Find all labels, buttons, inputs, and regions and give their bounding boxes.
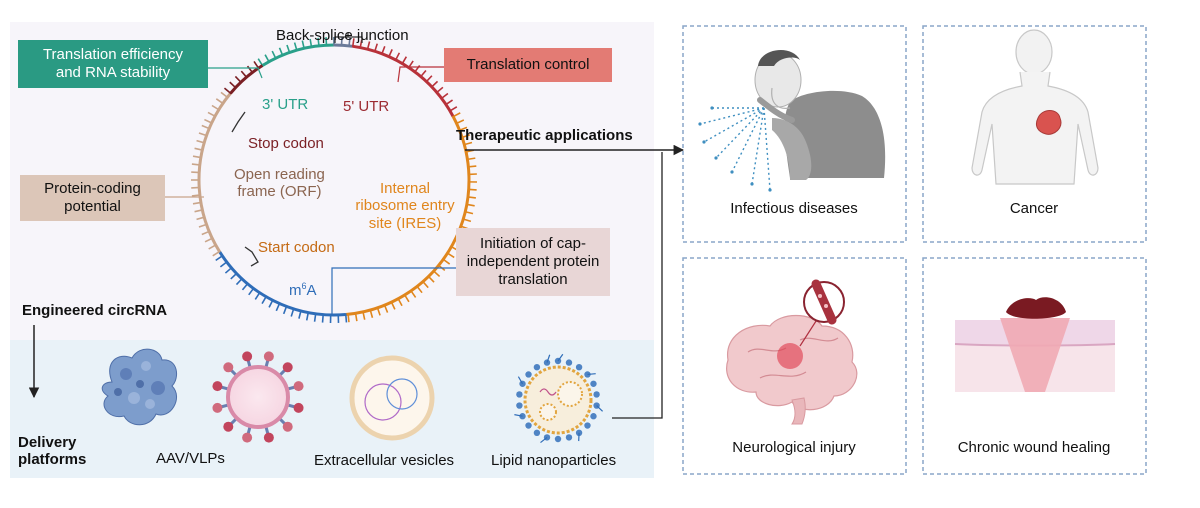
m6a-base: m <box>289 282 302 299</box>
panel-neurological-injury <box>682 257 907 475</box>
aav-vlps-label: AAV/VLPs <box>156 450 225 467</box>
control-connector <box>397 66 444 83</box>
engineered-circrna-label: Engineered circRNA <box>22 302 168 319</box>
extracellular-vesicles-label: Extracellular vesicles <box>314 452 455 469</box>
orf-line-1: Open reading <box>234 166 325 183</box>
panel-infectious-diseases <box>682 25 907 243</box>
aav-icon <box>101 348 178 426</box>
vlp-icon <box>212 351 304 443</box>
initiation-connector <box>331 267 456 315</box>
m6a-label: m6A <box>289 281 317 299</box>
ires-line-2: ribosome entry <box>355 197 455 215</box>
efficiency-connector <box>208 67 263 79</box>
lnp-connector <box>612 152 663 419</box>
stop-codon-bracket <box>231 111 246 133</box>
ires-label: Internal ribosome entry site (IRES) <box>350 180 460 232</box>
torso-tumor-illustration <box>971 29 1099 185</box>
cancer-label: Cancer <box>1009 200 1059 217</box>
initiation-box: Initiation of cap- independent protein t… <box>456 228 610 296</box>
m6a-tail: A <box>306 282 317 299</box>
chronic-wound-healing-label: Chronic wound healing <box>957 439 1111 456</box>
panel-chronic-wound <box>922 257 1147 475</box>
utr3-label: 3' UTR <box>262 96 309 113</box>
start-codon-label: Start codon <box>258 239 335 256</box>
protein-coding-box: Protein-coding potential <box>20 175 165 221</box>
initiation-line-1: Initiation of cap- <box>480 235 586 252</box>
ires-line-3: site (IRES) <box>368 214 442 232</box>
delivery-platforms-line-1: Delivery <box>18 434 77 451</box>
initiation-line-3: translation <box>498 271 568 288</box>
infectious-diseases-label: Infectious diseases <box>730 200 858 217</box>
therapeutic-applications-label: Therapeutic applications <box>456 127 633 144</box>
initiation-line-2: independent protein <box>466 253 600 270</box>
orf-label: Open reading frame (ORF) <box>234 166 325 201</box>
extracellular-vesicle-icon <box>349 355 435 441</box>
orf-line-2: frame (ORF) <box>237 183 322 201</box>
delivery-platforms-line-2: platforms <box>18 451 87 469</box>
m6a-superscript: 6 <box>301 281 307 291</box>
translation-efficiency-line-1: Translation efficiency <box>42 46 184 63</box>
protein-coding-line-2: potential <box>64 198 121 215</box>
circrna-ring <box>191 37 477 323</box>
delivery-platforms-label: Delivery platforms <box>18 434 86 469</box>
coughing-person-illustration <box>698 49 886 192</box>
neurological-injury-label: Neurological injury <box>732 439 856 456</box>
utr5-label: 5' UTR <box>343 98 390 115</box>
translation-control-box: Translation control <box>444 48 612 82</box>
translation-efficiency-box: Translation efficiency and RNA stability <box>18 40 208 88</box>
ires-line-1: Internal <box>379 180 431 197</box>
stop-codon-label: Stop codon <box>248 135 324 152</box>
panel-cancer <box>922 25 1147 243</box>
lipid-nanoparticles-label: Lipid nanoparticles <box>491 452 617 469</box>
back-splice-junction-label: Back-splice junction <box>276 27 409 44</box>
wound-illustration <box>954 297 1116 392</box>
protein-coding-line-1: Protein-coding <box>44 180 141 197</box>
brain-illustration <box>726 279 858 425</box>
lipid-nanoparticle-icon <box>514 353 604 444</box>
translation-efficiency-line-2: and RNA stability <box>55 64 171 81</box>
start-codon-bracket <box>244 246 259 267</box>
